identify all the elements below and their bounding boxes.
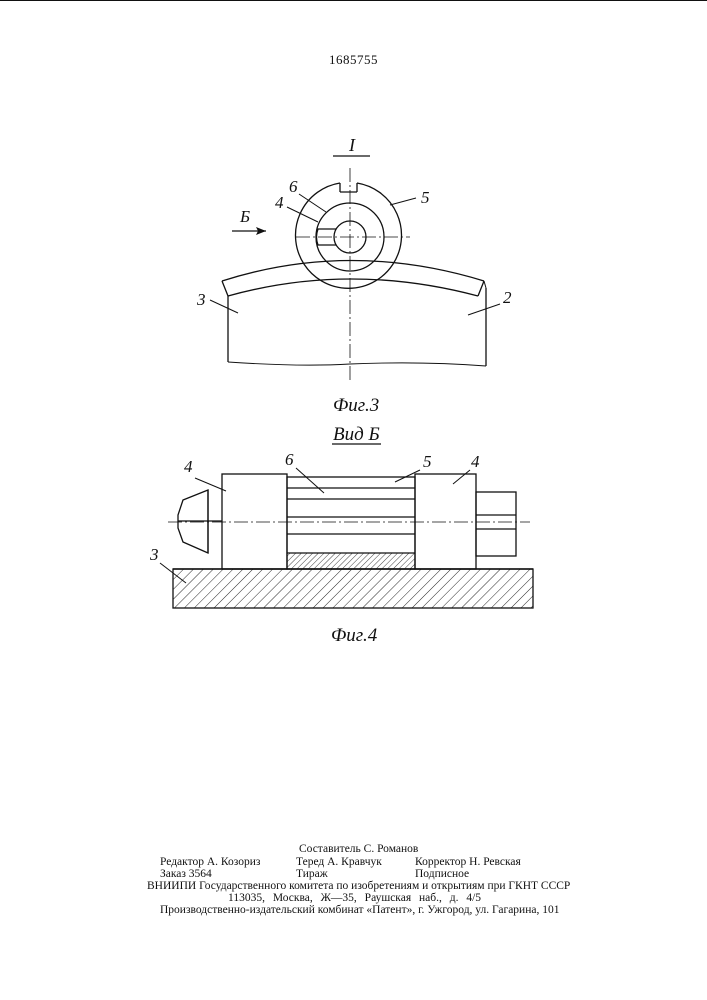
fig4-label-6: 6	[285, 450, 294, 469]
view-title: Вид Б	[333, 424, 380, 445]
left-block	[222, 474, 287, 569]
right-block	[415, 474, 476, 569]
fig4-label-4-left: 4	[184, 457, 193, 476]
fig3-caption: Фиг.3	[333, 395, 379, 416]
fig3-label-3: 3	[196, 290, 206, 309]
footer-compiler: Составитель С. Романов	[299, 843, 418, 856]
view-arrow-label: Б	[239, 207, 250, 226]
fig3-label-5: 5	[421, 188, 430, 207]
fig3-label-2: 2	[503, 288, 512, 307]
base-plate	[173, 569, 533, 608]
fig4-label-4-right: 4	[471, 452, 480, 471]
detail-marker: I	[348, 135, 356, 155]
plate-break-line	[228, 362, 486, 366]
fig4-label-3: 3	[149, 545, 159, 564]
right-nut	[476, 492, 516, 556]
footer-printer: Производственно-издательский комбинат «П…	[160, 904, 559, 917]
roller-section-hatch	[287, 553, 415, 569]
fig3-label-6: 6	[289, 177, 298, 196]
roller-outer	[296, 183, 402, 288]
fig3-label-4: 4	[275, 193, 284, 212]
plate-right-mark	[484, 281, 486, 288]
figure-3: I Б 6 4 5 3 2	[196, 135, 512, 416]
figure-4: Вид Б 4 6 5 4	[149, 424, 533, 646]
fig4-caption: Фиг.4	[331, 625, 378, 646]
fig4-label-5: 5	[423, 452, 432, 471]
